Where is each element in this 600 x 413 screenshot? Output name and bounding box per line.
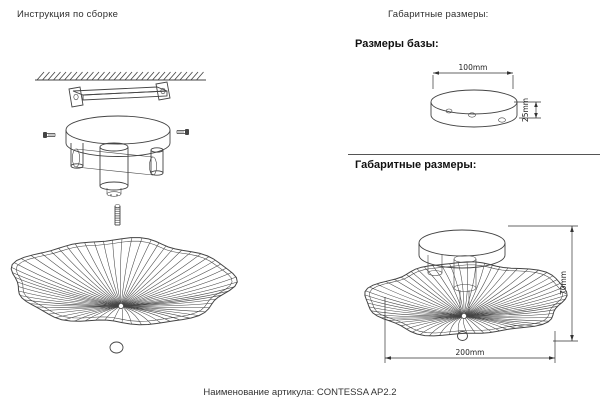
ceiling-hatching (35, 71, 206, 81)
overall-dimension-drawing: 70mm 200mm (364, 225, 578, 363)
base-height-label: 25mm (521, 98, 530, 122)
height-label: 70mm (559, 271, 568, 295)
height-dimension: 70mm (508, 225, 578, 342)
lamp-finial (457, 331, 468, 341)
assembly-instructions-title: Инструкция по сборке (17, 9, 119, 20)
section-divider (348, 154, 600, 155)
article-name: Наименование артикула: CONTESSA AP2.2 (203, 387, 397, 398)
base-disc (430, 89, 518, 128)
lamp-wire-shade (364, 261, 568, 337)
width-dimension: 200mm (384, 297, 556, 363)
finial (109, 341, 124, 354)
base-width-label: 100mm (459, 63, 488, 72)
width-label: 200mm (456, 348, 485, 357)
assembly-diagram (10, 71, 238, 354)
base-dimension-drawing: 100mm 25mm (430, 63, 541, 128)
side-screw-left (43, 132, 56, 138)
lamp-canopy (418, 229, 506, 312)
overall-dimensions-header: Габаритные размеры: (388, 9, 489, 20)
vertical-screw (114, 204, 121, 226)
base-width-dimension: 100mm (432, 63, 514, 89)
side-screw-right (176, 129, 189, 135)
overall-dimensions-heading: Габаритные размеры: (355, 159, 477, 171)
mounting-bracket (68, 81, 171, 108)
canopy-assembly (65, 115, 171, 197)
base-dimensions-heading: Размеры базы: (355, 38, 439, 50)
wire-shade (10, 237, 238, 326)
base-height-dimension: 25mm (514, 98, 541, 122)
